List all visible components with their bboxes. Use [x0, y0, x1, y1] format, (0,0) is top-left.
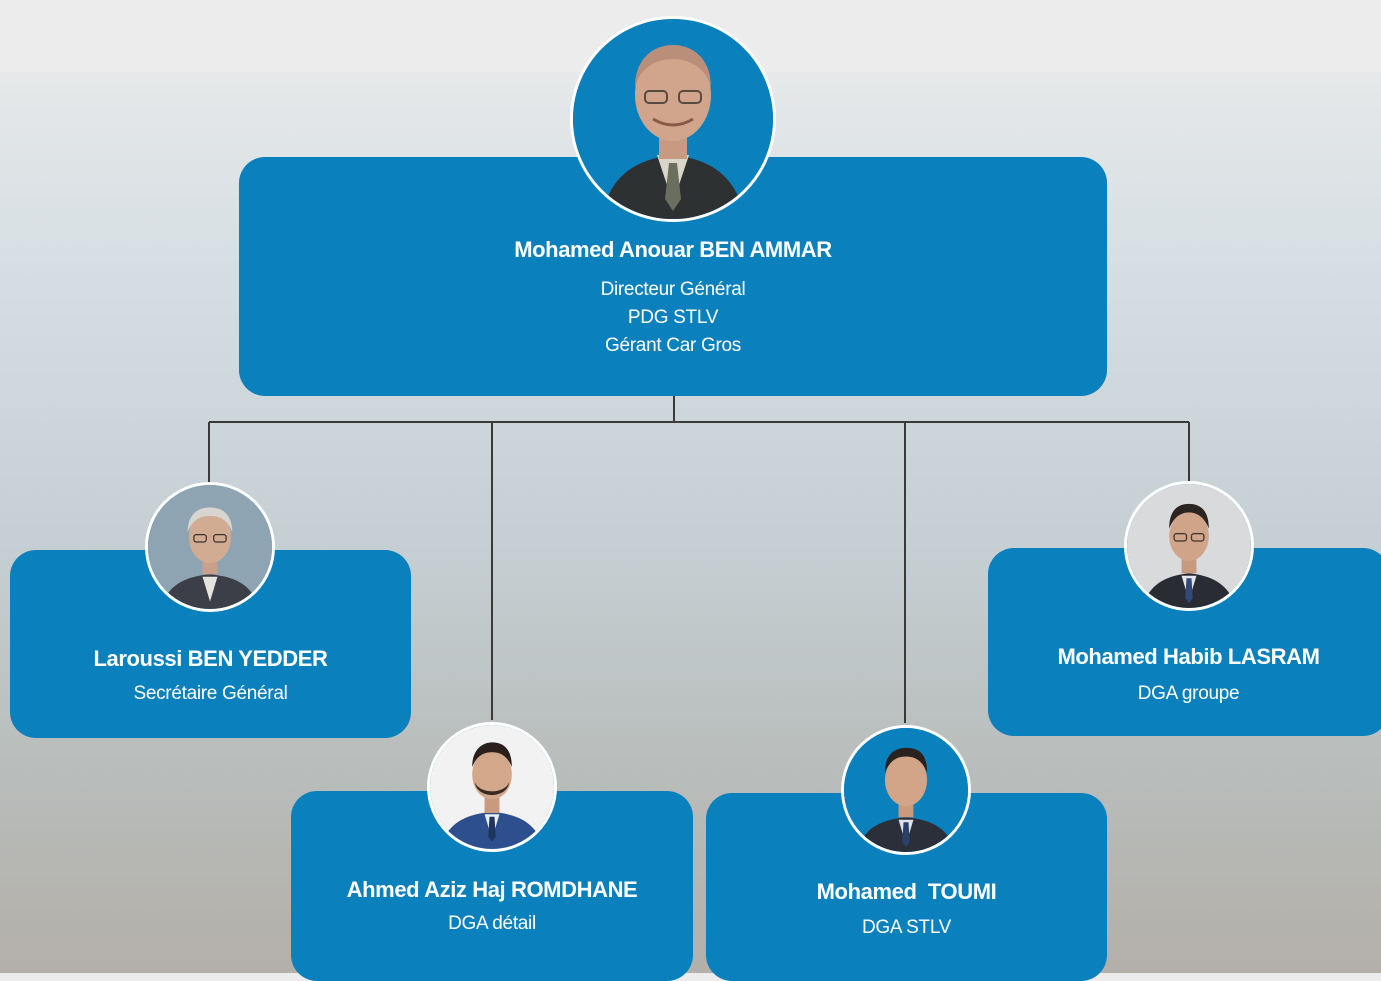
ceo-role-2: PDG STLV: [627, 307, 719, 328]
ceo-role-3: Gérant Car Gros: [605, 335, 741, 356]
member-name: Mohamed TOUMI: [816, 879, 997, 904]
ceo-photo: [570, 16, 776, 222]
person-photo-icon: [573, 19, 773, 219]
person-photo-icon: [430, 725, 554, 849]
member-photo-4: [1124, 481, 1254, 611]
member-name: Ahmed Aziz Haj ROMDHANE: [346, 877, 638, 902]
person-photo-icon: [1127, 484, 1251, 608]
ceo-role-1: Directeur Général: [600, 279, 746, 300]
member-role: DGA détail: [448, 913, 536, 934]
member-role: DGA groupe: [1137, 683, 1240, 704]
member-photo-3: [841, 725, 971, 855]
ceo-roles: Directeur Général PDG STLV Gérant Car Gr…: [239, 276, 1107, 360]
ceo-name: Mohamed Anouar BEN AMMAR: [514, 237, 832, 262]
member-name: Mohamed Habib LASRAM: [1057, 644, 1320, 669]
member-name: Laroussi BEN YEDDER: [93, 646, 328, 671]
member-photo-2: [427, 722, 557, 852]
member-role: DGA STLV: [861, 917, 952, 938]
person-photo-icon: [844, 728, 968, 852]
member-card-3: Mohamed TOUMI DGA STLV: [706, 793, 1107, 981]
person-photo-icon: [148, 485, 272, 609]
member-role: Secrétaire Général: [133, 683, 288, 704]
member-photo-1: [145, 482, 275, 612]
